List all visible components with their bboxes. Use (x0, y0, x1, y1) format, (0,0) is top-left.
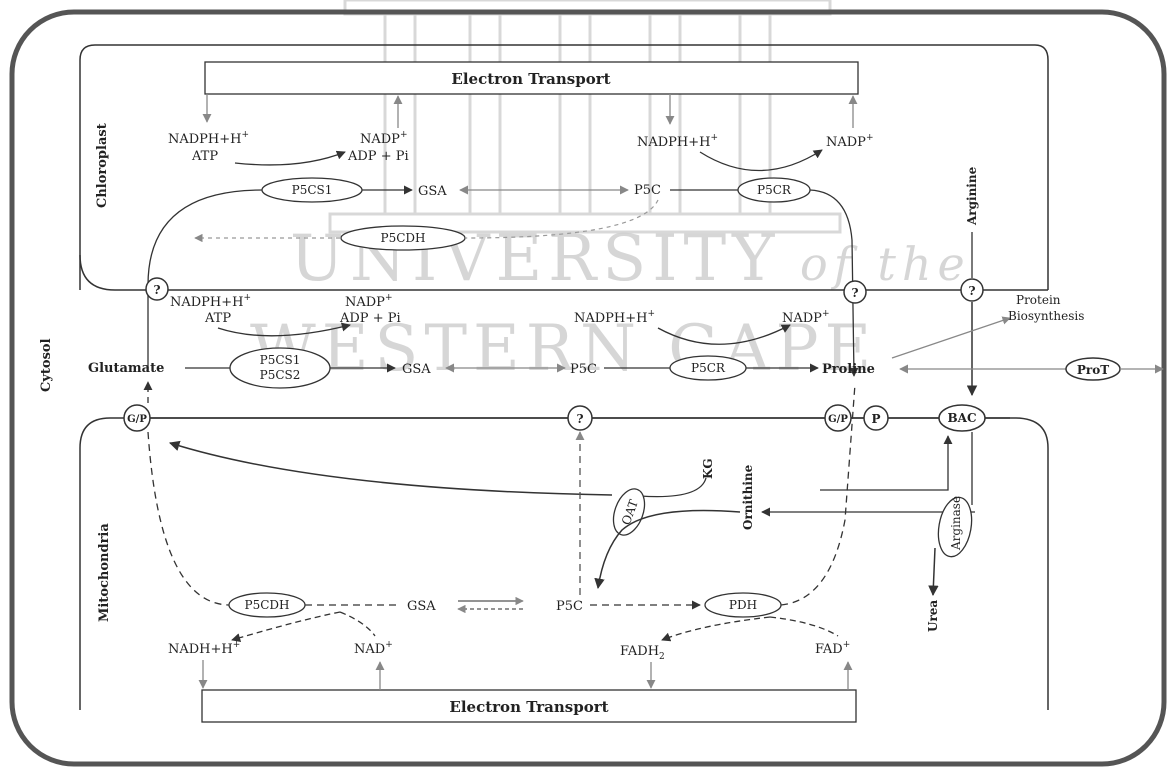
chl-p5cs1-label: P5CS1 (292, 183, 333, 197)
mito-nad-curve (340, 612, 375, 636)
cyt-atp: ATP (204, 311, 231, 326)
mito-p5c: P5C (556, 599, 583, 614)
protein-label-1: Protein (1016, 293, 1061, 307)
chl-transporter-mid: ? (844, 281, 866, 303)
chloroplast-label: Chloroplast (95, 123, 110, 208)
protein-label-2: Biosynthesis (1008, 309, 1084, 323)
svg-text:BAC: BAC (947, 411, 976, 425)
mito-pdh-label: PDH (729, 598, 757, 612)
watermark-line1-italic: of the (800, 237, 971, 291)
mito-transporter-gp-left: G/P (124, 405, 150, 431)
svg-text:?: ? (968, 284, 975, 298)
chl-nadp-left: NADP+ (360, 130, 407, 147)
mitochondria-membrane-inner (80, 418, 1048, 710)
ornithine-label: Ornithine (741, 464, 755, 530)
arrow-oat-glutamate (170, 443, 612, 495)
mito-p5cdh-label: P5CDH (245, 598, 290, 612)
mito-nad: NAD+ (354, 640, 393, 657)
cyt-nadp-left: NADP+ (345, 293, 392, 310)
mitochondria-label: Mitochondria (97, 523, 112, 622)
cyt-proline: Proline (822, 362, 875, 377)
chl-cofactor-curve-right (700, 150, 822, 171)
mito-fad-curve (770, 617, 838, 636)
cyt-gsa: GSA (402, 362, 431, 377)
mito-p5cdh-gp-dash (148, 432, 230, 605)
arginine-label: Arginine (965, 166, 979, 226)
mito-fadh-curve (662, 617, 770, 640)
arrow-ornithine-bac (820, 436, 948, 490)
arrow-arginase-urea (933, 548, 935, 595)
urea-label: Urea (926, 600, 940, 632)
chl-adp: ADP + Pi (347, 149, 409, 164)
mito-transporter-q: ? (568, 406, 592, 430)
chl-glutamate-line (148, 190, 262, 368)
svg-text:?: ? (576, 412, 583, 426)
mito-transporter-p: P (864, 406, 888, 430)
chl-nadp-right: NADP+ (826, 133, 873, 150)
electron-transport-label-top: Electron Transport (451, 70, 610, 88)
kg-label: KG (701, 458, 715, 479)
arrow-proline-protein (892, 318, 1010, 358)
cyt-p5cs1-label: P5CS1 (260, 353, 301, 367)
cyt-adp: ADP + Pi (339, 311, 401, 326)
chl-p5cr-label: P5CR (757, 183, 792, 197)
mito-fadh: FADH2 (620, 644, 665, 662)
chl-nadph-left: NADPH+H+ (168, 130, 249, 147)
kg-oat-line (640, 478, 706, 497)
chl-atp: ATP (191, 149, 218, 164)
mito-fad: FAD+ (815, 640, 850, 657)
mito-transporter-bac: BAC (939, 405, 985, 431)
electron-transport-label-bottom: Electron Transport (449, 698, 608, 716)
svg-text:G/P: G/P (828, 414, 848, 425)
chl-transporter-left: ? (146, 278, 168, 300)
svg-text:G/P: G/P (127, 414, 147, 425)
svg-text:P: P (871, 412, 880, 426)
svg-text:?: ? (153, 283, 160, 297)
chl-transporter-right: ? (961, 279, 983, 301)
mito-nadh-curve (232, 612, 340, 640)
cyt-glutamate: Glutamate (88, 361, 164, 376)
mito-gsa: GSA (407, 599, 436, 614)
chl-cofactor-curve-left (235, 152, 345, 165)
chl-p5c: P5C (634, 183, 661, 198)
arginase-label: Arginase (949, 496, 963, 551)
cyt-nadph-right: NADPH+H+ (574, 309, 655, 326)
chl-gsa: GSA (418, 184, 447, 199)
cyt-p5c: P5C (570, 362, 597, 377)
prot-label: ProT (1077, 363, 1109, 377)
svg-text:?: ? (851, 286, 858, 300)
cytosol-label: Cytosol (39, 338, 54, 392)
mito-nadh: NADH+H+ (168, 640, 240, 657)
mito-transporter-gp-right: G/P (825, 405, 851, 431)
cyt-p5cs2-label: P5CS2 (260, 368, 301, 382)
cyt-nadph-left: NADPH+H+ (170, 293, 251, 310)
chl-p5cdh-label: P5CDH (381, 231, 426, 245)
cyt-p5cr-label: P5CR (691, 361, 726, 375)
chl-nadph-right: NADPH+H+ (637, 133, 718, 150)
